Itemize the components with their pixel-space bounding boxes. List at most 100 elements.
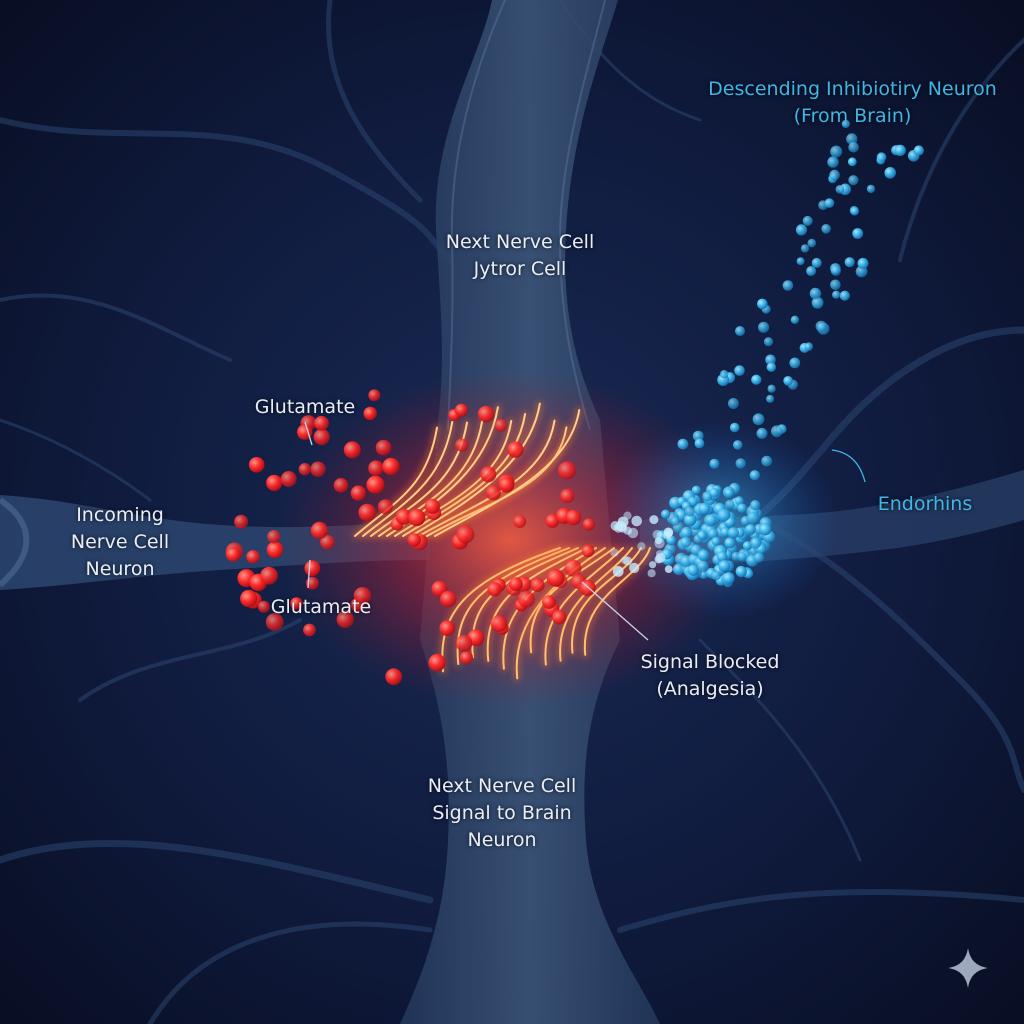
glutamate-molecule <box>395 508 412 525</box>
glutamate-molecule <box>353 587 372 605</box>
label-line: Neuron <box>85 558 155 580</box>
sparkle-icon <box>948 948 988 988</box>
endorphin-molecule <box>647 569 656 578</box>
label-line: Glutamate <box>270 596 372 618</box>
endorphin-molecule <box>627 527 639 539</box>
glutamate-molecule <box>313 428 330 446</box>
glutamate-molecule <box>490 615 508 632</box>
glutamate-molecule <box>267 530 281 544</box>
glutamate-molecule <box>266 474 283 491</box>
endorphin-molecule <box>711 536 721 546</box>
endorphin-particles <box>610 119 924 588</box>
endorphin-molecule <box>751 374 762 385</box>
label-signal-blocked: Signal Blocked (Analgesia) <box>610 649 810 703</box>
endorphin-molecule <box>839 290 850 301</box>
glutamate-molecule <box>248 457 265 473</box>
endorphin-molecule <box>811 257 822 268</box>
glutamate-molecule <box>545 513 560 528</box>
endorphin-molecule <box>811 296 824 309</box>
label-line: Next Nerve Cell <box>427 775 577 797</box>
endorphin-molecule <box>766 394 775 403</box>
endorphin-molecule <box>735 326 745 336</box>
synaptic-filament <box>434 409 581 537</box>
endorphin-molecule <box>848 175 859 186</box>
glutamate-molecule <box>377 499 393 515</box>
endorphin-molecule <box>729 422 740 433</box>
endorphin-molecule <box>770 425 783 438</box>
endorphin-molecule <box>620 556 629 565</box>
endorphin-molecule <box>841 119 850 128</box>
endorphin-molecule <box>737 552 747 562</box>
endorphin-molecule <box>767 384 776 393</box>
endorphin-molecule <box>796 257 805 266</box>
incoming-neuron-axon <box>0 495 430 590</box>
glutamate-molecule <box>234 514 249 529</box>
endorphin-molecule <box>750 500 761 511</box>
label-glutamate-top: Glutamate <box>220 394 390 421</box>
endorphin-molecule <box>694 438 705 449</box>
endorphin-molecule <box>783 376 793 386</box>
leader-lines <box>304 421 866 641</box>
glutamate-molecule <box>310 461 326 477</box>
endorphin-molecule <box>717 508 731 522</box>
glutamate-molecule <box>455 438 469 452</box>
synaptic-filament <box>362 420 454 537</box>
label-line: Descending Inhibiotiry Neuron <box>708 78 997 100</box>
endorphin-molecule <box>629 562 640 574</box>
endorphin-molecule <box>737 503 747 513</box>
endorphin-molecule <box>637 542 646 551</box>
glutamate-molecule <box>382 457 400 475</box>
endorphin-molecule <box>687 564 699 576</box>
glutamate-molecule <box>363 406 377 421</box>
endorphin-molecule <box>866 184 876 194</box>
endorphin-molecule <box>680 536 692 548</box>
endorphin-molecule <box>749 470 760 481</box>
endorphin-molecule <box>850 206 859 216</box>
label-incoming-neuron: Incoming Nerve Cell Neuron <box>40 502 200 583</box>
glutamate-molecule <box>246 550 260 564</box>
glutamate-molecule <box>507 441 524 458</box>
endorphin-molecule <box>734 496 744 506</box>
endorphin-molecule <box>720 370 729 379</box>
endorphin-molecule <box>756 427 768 439</box>
glutamate-molecule <box>454 403 468 417</box>
endorphin-molecule <box>684 506 695 517</box>
endorphin-molecule <box>835 184 845 194</box>
endorphin-molecule <box>672 563 685 576</box>
endorphin-molecule <box>722 572 735 584</box>
endorphin-molecule <box>884 167 896 179</box>
glutamate-molecule <box>375 439 392 456</box>
endorphin-molecule <box>824 198 835 208</box>
label-line: Signal Blocked <box>640 651 780 673</box>
glutamate-molecule <box>314 415 329 431</box>
glutamate-top-leader <box>304 421 313 446</box>
endorphin-molecule <box>663 532 671 539</box>
glutamate-molecule <box>565 509 582 526</box>
endorphin-molecule <box>745 523 756 535</box>
endorphin-molecule <box>716 551 728 562</box>
endorphin-molecule <box>631 515 642 527</box>
glutamate-molecule <box>280 471 297 487</box>
synaptic-filament <box>441 547 561 673</box>
glutamate-molecule <box>350 485 366 501</box>
glutamate-molecule <box>558 461 576 480</box>
endorphin-molecule <box>746 511 760 525</box>
label-line: Neuron <box>467 829 537 851</box>
glutamate-molecule <box>477 405 495 423</box>
glutamate-molecule <box>358 503 376 522</box>
endorphin-molecule <box>758 321 770 333</box>
endorphin-molecule <box>698 502 711 515</box>
endorphin-molecule <box>752 413 765 426</box>
label-endorphins: Endorhins <box>845 491 1005 518</box>
label-line: (From Brain) <box>793 105 912 127</box>
glutamate-molecule <box>343 441 361 459</box>
label-line: Glutamate <box>254 396 356 418</box>
endorphin-molecule <box>727 398 739 409</box>
synaptic-filament <box>354 426 438 537</box>
synaptic-filament <box>583 547 651 656</box>
endorphin-molecule <box>790 315 800 324</box>
endorphin-molecule <box>711 570 721 581</box>
endorphin-molecule <box>649 561 657 569</box>
endorphin-molecule <box>656 550 664 558</box>
